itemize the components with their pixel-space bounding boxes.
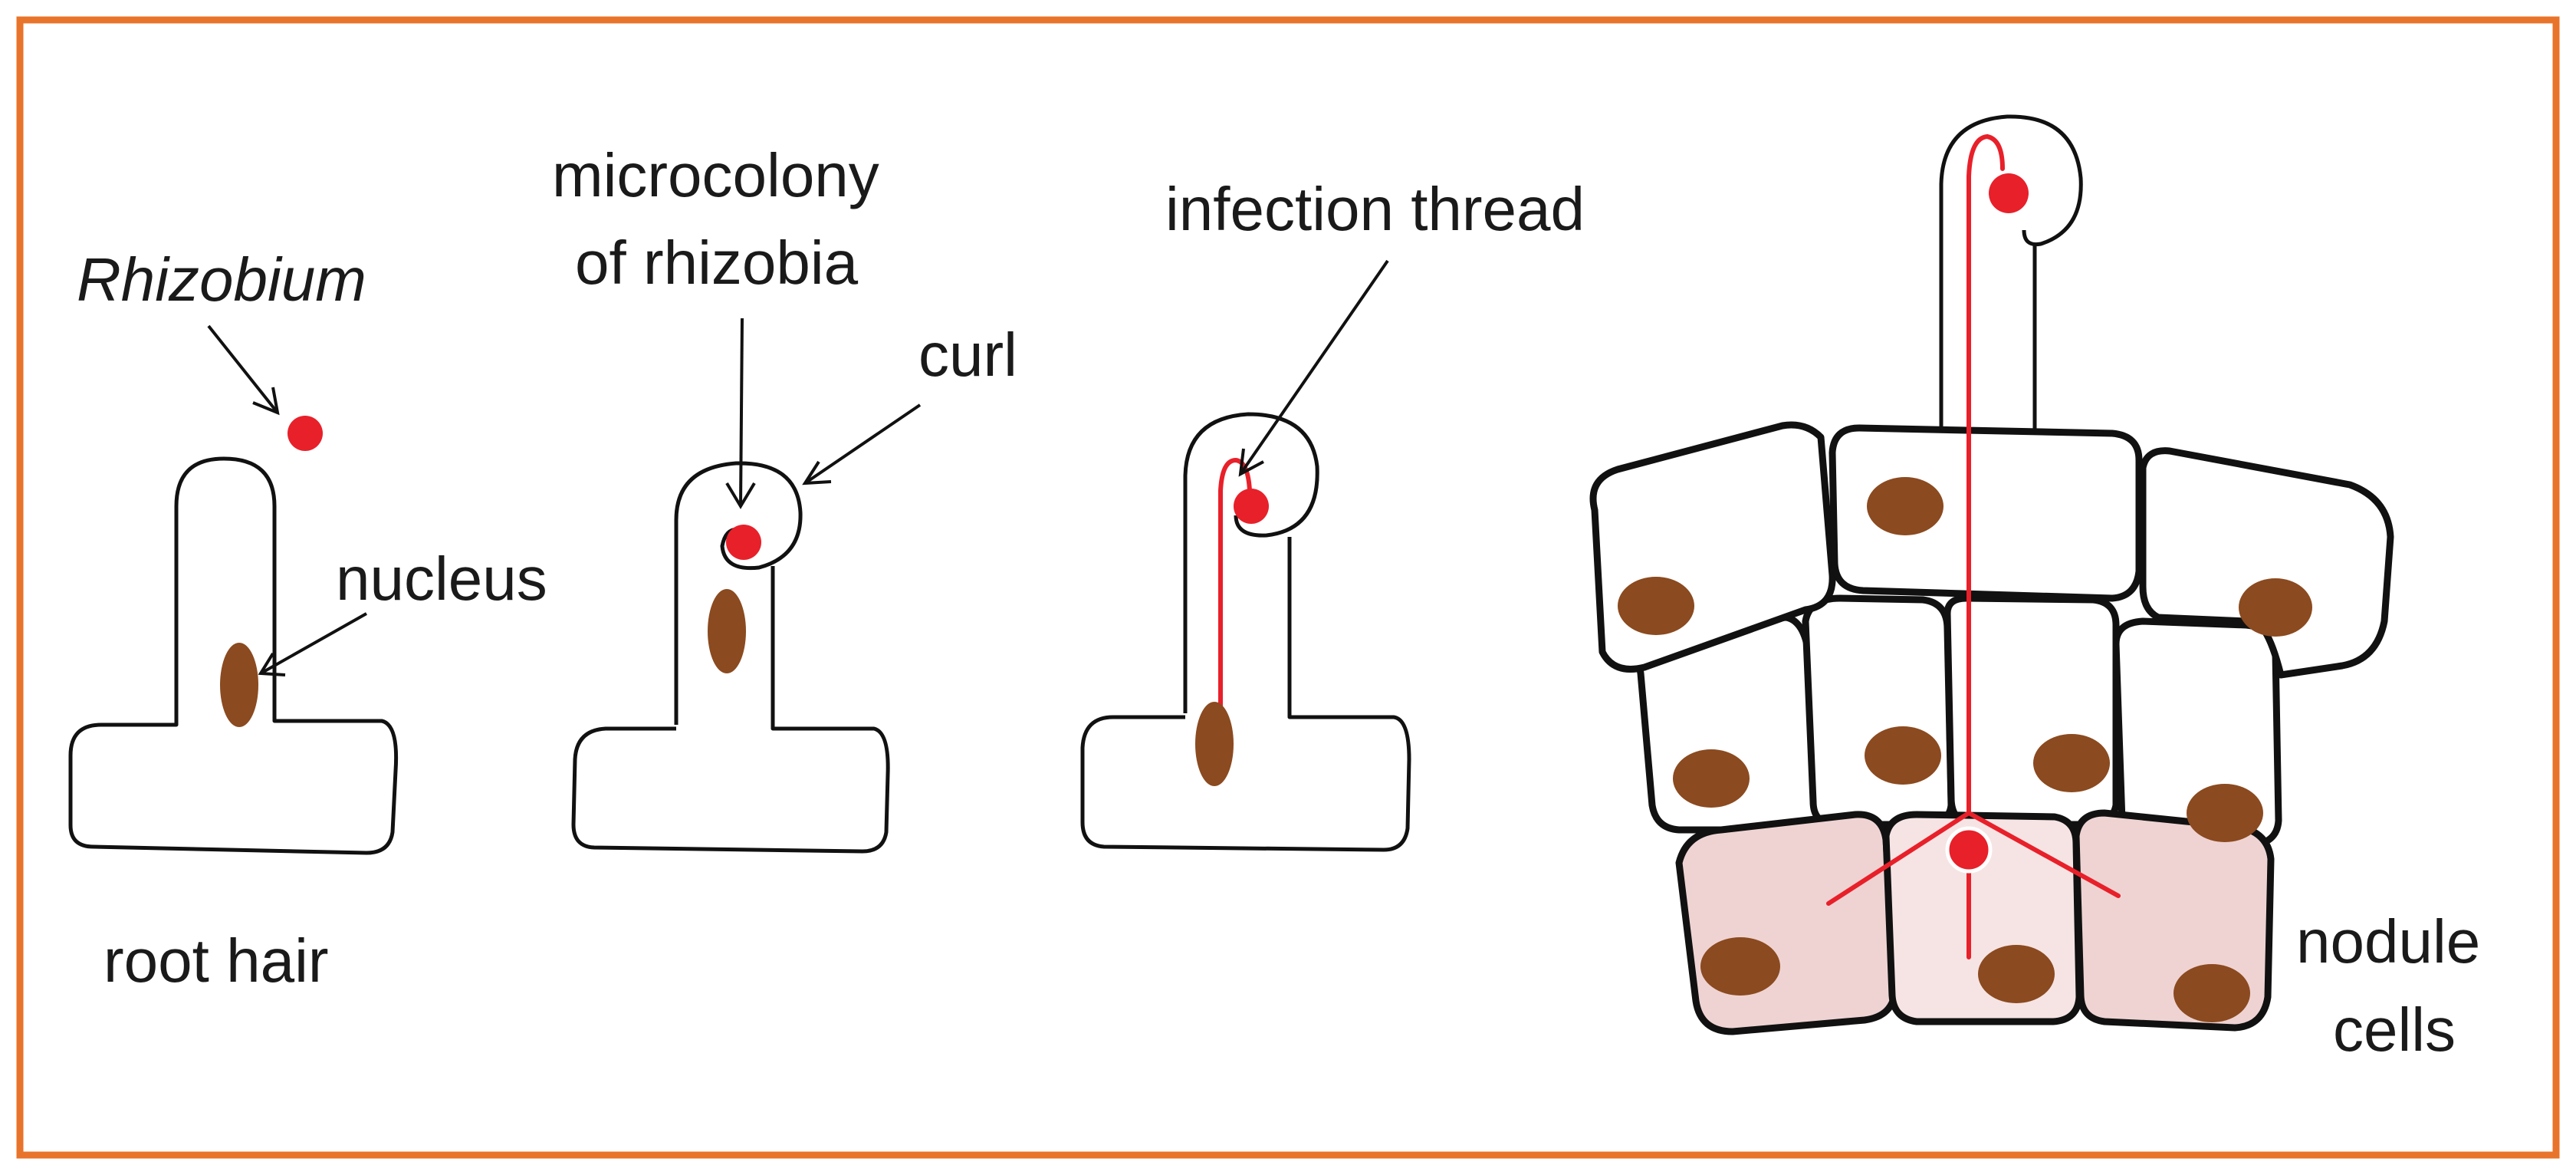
- rhizobia-in-curl: [1989, 173, 2029, 213]
- nucleus: [220, 643, 258, 727]
- nucleus: [1865, 726, 1941, 785]
- cortex-cell: [1802, 594, 1955, 828]
- stage-root-hair: Rhizobium nucleus root hair: [68, 245, 547, 995]
- stage-curl: microcolony of rhizobia curl: [552, 141, 1017, 854]
- label-microcolony-line2: of rhizobia: [575, 229, 859, 297]
- label-nodule-line1: nodule: [2296, 907, 2480, 976]
- elongated-root-hair: [1939, 114, 2083, 453]
- cortex-cell: [1944, 594, 2120, 828]
- label-nucleus: nucleus: [336, 545, 547, 613]
- nucleus: [1867, 477, 1944, 535]
- stage-nodule: nodule cells: [1589, 114, 2480, 1064]
- label-microcolony-line1: microcolony: [552, 141, 879, 209]
- nucleus: [1673, 749, 1750, 808]
- released-rhizobia: [1945, 826, 1993, 874]
- nucleus: [1618, 577, 1694, 635]
- nucleus: [2239, 578, 2312, 637]
- label-curl: curl: [918, 321, 1017, 389]
- arrow-microcolony: [739, 318, 744, 507]
- rhizobium-bacterium: [288, 416, 323, 451]
- arrowhead-microcolony: [725, 482, 756, 509]
- arrow-curl: [803, 403, 922, 485]
- nucleus: [2174, 964, 2250, 1022]
- arrowhead-infection-thread: [1238, 448, 1264, 477]
- rhizobia-in-curl: [1234, 489, 1269, 524]
- arrow-infection-thread: [1239, 259, 1389, 476]
- infection-thread: [1967, 133, 2005, 815]
- arrow-nucleus: [260, 612, 367, 675]
- label-rhizobium: Rhizobium: [77, 245, 366, 314]
- nucleus: [1700, 937, 1780, 996]
- arrowhead-curl: [802, 460, 832, 485]
- cortex-cell: [2139, 447, 2394, 679]
- nucleus: [708, 589, 746, 673]
- label-infection-thread: infection thread: [1165, 175, 1585, 243]
- microcolony: [726, 525, 761, 560]
- nucleus: [2033, 734, 2110, 792]
- nodule-cell: [1675, 811, 1899, 1035]
- label-nodule-line2: cells: [2333, 996, 2456, 1064]
- infected-root-hair-outline: [1080, 412, 1411, 852]
- cortex-cell: [1829, 424, 2143, 602]
- arrowhead-rhizobium: [252, 387, 280, 416]
- infection-thread: [1218, 457, 1252, 739]
- nucleus: [1978, 945, 2055, 1003]
- nucleus: [1195, 702, 1234, 786]
- label-root-hair: root hair: [104, 927, 328, 995]
- arrow-rhizobium: [207, 324, 279, 414]
- stage-infection-thread: infection thread: [1080, 175, 1585, 852]
- nucleus: [2187, 784, 2263, 842]
- arrowhead-nucleus: [258, 652, 286, 676]
